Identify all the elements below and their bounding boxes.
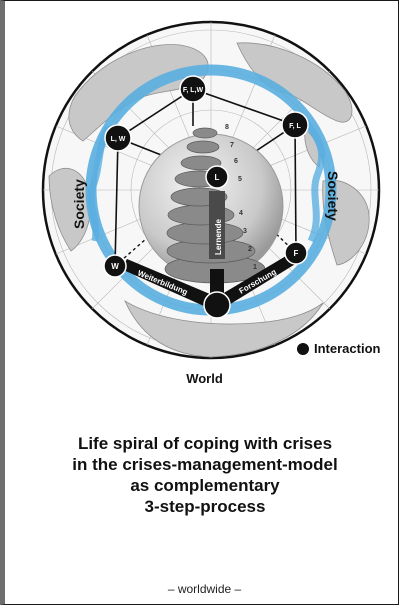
svg-text:L, W: L, W — [111, 136, 126, 143]
spiral-number: 8 — [225, 124, 229, 131]
spiral-turn — [192, 127, 218, 139]
node-center: L — [205, 165, 229, 189]
svg-text:W: W — [111, 262, 119, 271]
node-bottom — [203, 291, 231, 319]
interaction-label: Interaction — [314, 341, 381, 356]
caption-line: 3-step-process — [144, 497, 266, 516]
spiral-number: 4 — [239, 210, 243, 217]
lernende-label: Lernende — [214, 218, 223, 255]
spiral-number: 6 — [234, 158, 238, 165]
svg-text:L: L — [215, 173, 220, 182]
svg-text:F, L: F, L — [289, 123, 301, 130]
svg-text:F, L,W: F, L,W — [183, 87, 204, 94]
node-upper-right: F, L — [281, 111, 309, 139]
spiral-number: 1 — [253, 264, 257, 271]
caption-line: as complementary — [130, 476, 280, 495]
node-left: W — [103, 254, 127, 278]
world-label: World — [186, 371, 223, 386]
caption-line: in the crises-management-model — [72, 455, 338, 474]
footer-note: – worldwide – — [167, 582, 242, 596]
ocean-band-wave — [87, 125, 113, 242]
weiterbildung-bar — [121, 259, 217, 311]
spiral-numbers: 8 7 6 5 4 3 2 1 — [225, 124, 257, 271]
model-nodes: F, L,W L, W F, L L W F — [103, 75, 309, 319]
society-label-left: Society — [71, 179, 87, 229]
lernende-band — [209, 191, 225, 259]
svg-text:F: F — [294, 249, 299, 258]
node-right: F — [284, 241, 308, 265]
society-label-right: Society — [325, 171, 341, 221]
interaction-legend: Interaction — [297, 341, 380, 356]
spiral-number: 2 — [248, 246, 252, 253]
crisis-model-diagram: 8 7 6 5 4 3 2 1 Lernende Weiterbildung F… — [41, 20, 381, 360]
node-top: F, L,W — [179, 75, 207, 103]
spiral-turn — [166, 221, 244, 245]
spiral-turn — [180, 155, 222, 171]
interaction-dot-icon — [297, 342, 309, 355]
spiral-number: 5 — [238, 176, 242, 183]
spiral-number: 7 — [230, 142, 234, 149]
spiral-number: 3 — [243, 228, 247, 235]
spiral-turn — [186, 140, 220, 154]
node-upper-left: L, W — [104, 124, 132, 152]
caption-line: Life spiral of coping with crises — [77, 434, 333, 453]
figure-caption: Life spiral of coping with crises in the… — [25, 433, 385, 517]
forschung-bar — [217, 253, 297, 311]
ocean-band-wave — [302, 118, 326, 243]
